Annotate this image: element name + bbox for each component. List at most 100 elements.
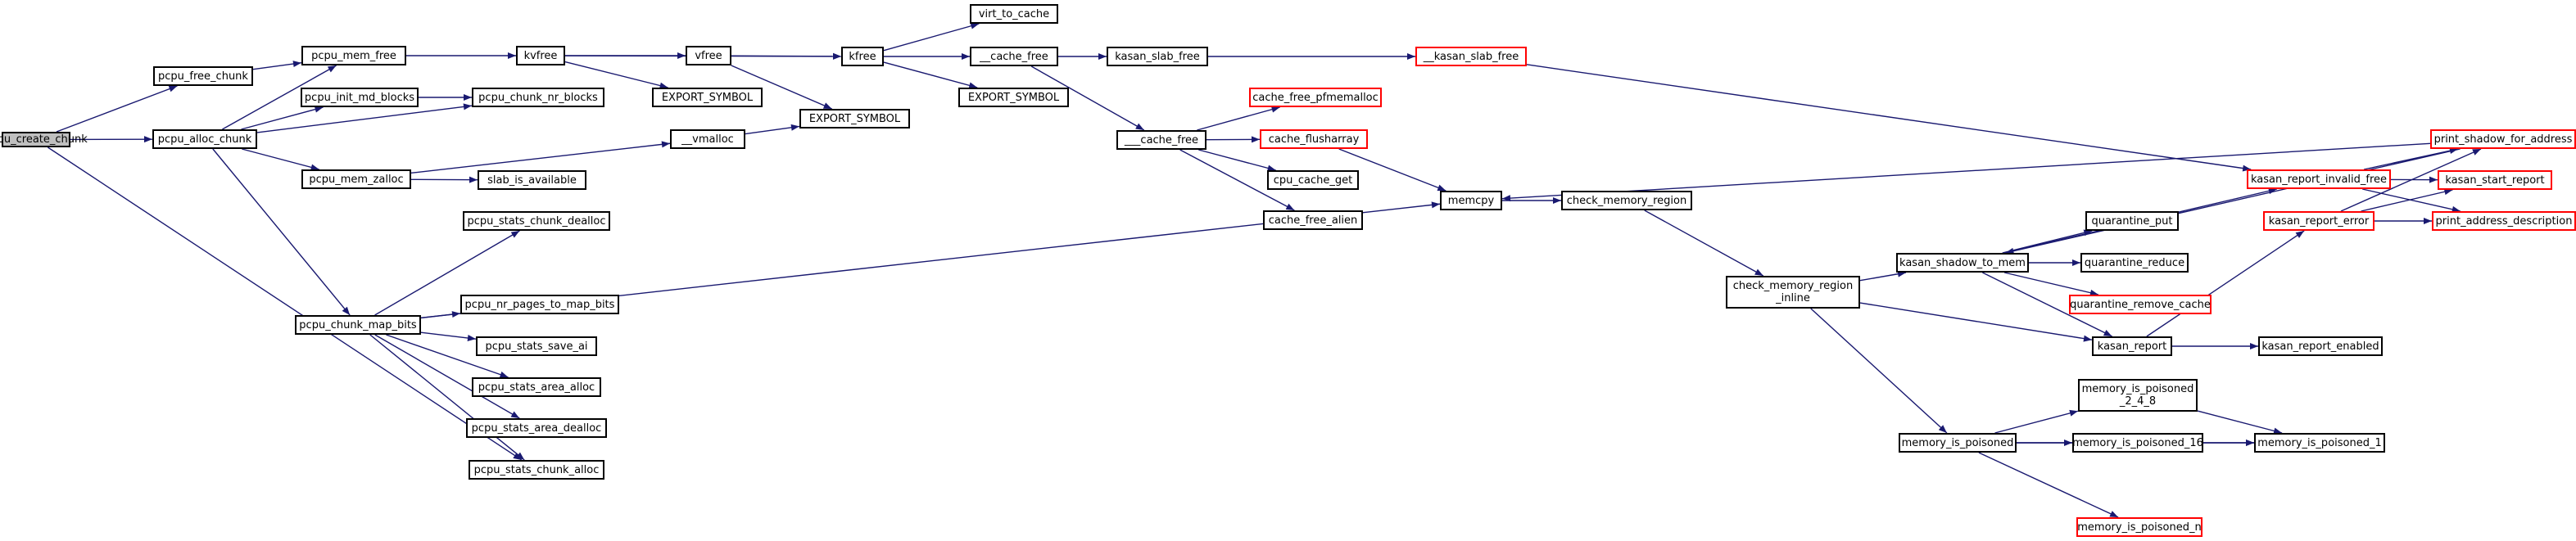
node-pcpu-mem-zalloc[interactable]: pcpu_mem_zalloc bbox=[301, 169, 411, 189]
arrowhead bbox=[463, 103, 472, 110]
node-quarantine-reduce[interactable]: quarantine_reduce bbox=[2080, 253, 2189, 273]
node-pcpu-stats-chunk-alloc[interactable]: pcpu_stats_chunk_alloc bbox=[469, 460, 604, 480]
call-edge-pcpu_mem_zalloc-to-slab_is_available bbox=[410, 176, 478, 183]
node-virt-to-cache[interactable]: virt_to_cache bbox=[970, 4, 1058, 24]
call-edge-cache_free_3-to-cache_flusharray bbox=[1206, 136, 1261, 143]
call-edge-kasan_report_error-to-kasan_start_report bbox=[2361, 188, 2453, 212]
node-cache-free[interactable]: __cache_free bbox=[970, 47, 1058, 66]
node-kfree[interactable]: kfree bbox=[841, 47, 884, 66]
call-edge-check_memory_region_inline-to-kasan_report bbox=[1859, 302, 2093, 342]
call-edge-memory_is_poisoned_2_4_8-to-memory_is_poisoned_1 bbox=[2197, 410, 2283, 435]
node-export-symbol-3[interactable]: EXPORT_SYMBOL bbox=[958, 88, 1069, 107]
node-memcpy[interactable]: memcpy bbox=[1440, 191, 1502, 210]
arrowhead bbox=[2103, 329, 2112, 336]
call-edge-cache_free_3-to-cache_free_alien bbox=[1179, 149, 1295, 211]
node-pcpu-nr-pages-to-map-bits[interactable]: pcpu_nr_pages_to_map_bits bbox=[460, 295, 619, 314]
call-edge-pcpu_create_chunk-to-pcpu_alloc_chunk bbox=[70, 136, 153, 143]
node-memory-is-poisoned-2-4-8[interactable]: memory_is_poisoned _2_4_8 bbox=[2078, 379, 2198, 412]
call-edge-cache_free_3-to-cache_free_pfmemalloc bbox=[1197, 106, 1280, 131]
arrowhead bbox=[2295, 231, 2305, 238]
node-pcpu-create-chunk[interactable]: pcpu_create_chunk bbox=[0, 132, 88, 147]
node-pcpu-mem-free[interactable]: pcpu_mem_free bbox=[301, 46, 406, 65]
node-quarantine-remove-cache[interactable]: quarantine_remove_cache bbox=[2069, 295, 2212, 314]
arrowhead bbox=[1270, 106, 1280, 113]
call-edge-pcpu_chunk_map_bits-to-pcpu_stats_area_dealloc bbox=[374, 334, 520, 419]
arrowhead bbox=[970, 22, 980, 29]
node-cache-flusharray[interactable]: cache_flusharray bbox=[1260, 129, 1368, 149]
node-print-shadow-for-address[interactable]: print_shadow_for_address bbox=[2430, 129, 2576, 149]
call-edge-kasan_slab_free-to-kasan_slab_free_internal bbox=[1208, 53, 1415, 60]
node-memory-is-poisoned-n[interactable]: memory_is_poisoned_n bbox=[2076, 517, 2203, 537]
arrowhead bbox=[451, 311, 460, 318]
node-kasan-slab-free-internal[interactable]: __kasan_slab_free bbox=[1415, 47, 1527, 66]
node-kvfree[interactable]: kvfree bbox=[516, 46, 565, 65]
arrowhead bbox=[1098, 53, 1107, 60]
node-kasan-shadow-to-mem[interactable]: kasan_shadow_to_mem bbox=[1896, 253, 2029, 273]
arrowhead bbox=[2069, 409, 2078, 417]
call-edge-kfree-to-export_symbol_3 bbox=[883, 61, 978, 89]
node-cpu-cache-get[interactable]: cpu_cache_get bbox=[1267, 170, 1359, 190]
node-vmalloc[interactable]: __vmalloc bbox=[670, 129, 745, 149]
call-edge-print_shadow_for_address-to-memcpy bbox=[1501, 142, 2431, 202]
node-pcpu-stats-chunk-dealloc[interactable]: pcpu_stats_chunk_dealloc bbox=[463, 211, 610, 231]
node-kasan-report-error[interactable]: kasan_report_error bbox=[2263, 211, 2375, 231]
arrowhead bbox=[1553, 197, 1561, 204]
call-edge-pcpu_alloc_chunk-to-pcpu_mem_free bbox=[222, 65, 337, 130]
call-edge-kasan_shadow_to_mem-to-quarantine_put bbox=[2002, 229, 2093, 254]
call-edge-print_shadow_for_address-to-kasan_shadow_to_mem bbox=[2005, 148, 2461, 255]
node-kasan-report-enabled[interactable]: kasan_report_enabled bbox=[2258, 336, 2383, 356]
arrowhead bbox=[292, 61, 301, 68]
node-memory-is-poisoned-1[interactable]: memory_is_poisoned_1 bbox=[2254, 433, 2385, 453]
call-edge-pcpu_alloc_chunk-to-pcpu_chunk_map_bits bbox=[212, 148, 351, 316]
node-pcpu-chunk-map-bits[interactable]: pcpu_chunk_map_bits bbox=[295, 315, 421, 335]
call-edge-kasan_shadow_to_mem-to-kasan_report bbox=[1982, 272, 2112, 337]
call-edge-cache_free_3-to-cpu_cache_get bbox=[1198, 149, 1276, 172]
arrowhead bbox=[962, 53, 970, 60]
arrowhead bbox=[510, 411, 520, 418]
arrowhead bbox=[515, 452, 525, 460]
call-edge-kasan_report_invalid_free-to-print_shadow_for_address bbox=[2363, 147, 2459, 170]
call-edge-pcpu_create_chunk-to-pcpu_stats_chunk_alloc bbox=[47, 147, 523, 461]
node-memory-is-poisoned-16[interactable]: memory_is_poisoned_16 bbox=[2072, 433, 2203, 453]
node-pcpu-free-chunk[interactable]: pcpu_free_chunk bbox=[153, 66, 253, 86]
node-slab-is-available[interactable]: slab_is_available bbox=[478, 170, 586, 190]
node-cache-free-3[interactable]: ___cache_free bbox=[1116, 130, 1207, 150]
arrowhead bbox=[327, 65, 337, 73]
arrowhead bbox=[310, 164, 319, 171]
node-print-address-description[interactable]: print_address_description bbox=[2432, 211, 2576, 231]
call-edge-cache_flusharray-to-memcpy bbox=[1338, 148, 1446, 192]
call-edge-pcpu_init_md_blocks-to-pcpu_chunk_nr_blocks bbox=[419, 94, 472, 101]
node-cache-free-alien[interactable]: cache_free_alien bbox=[1263, 210, 1363, 230]
node-pcpu-stats-save-ai[interactable]: pcpu_stats_save_ai bbox=[476, 336, 597, 356]
arrowhead bbox=[464, 94, 472, 101]
node-pcpu-init-md-blocks[interactable]: pcpu_init_md_blocks bbox=[301, 88, 419, 107]
arrowhead bbox=[2005, 247, 2015, 255]
node-kasan-slab-free[interactable]: kasan_slab_free bbox=[1107, 47, 1208, 66]
node-quarantine-put[interactable]: quarantine_put bbox=[2085, 211, 2179, 231]
node-kasan-report-invalid-free[interactable]: kasan_report_invalid_free bbox=[2247, 169, 2391, 189]
node-export-symbol-2[interactable]: EXPORT_SYMBOL bbox=[799, 109, 910, 128]
call-edge-pcpu_create_chunk-to-pcpu_free_chunk bbox=[56, 85, 178, 133]
call-edge-vmalloc-to-export_symbol_2 bbox=[745, 124, 800, 135]
call-edge-kasan_shadow_to_mem-to-quarantine_reduce bbox=[2029, 259, 2080, 266]
arrowhead bbox=[2273, 427, 2283, 435]
node-pcpu-stats-area-dealloc[interactable]: pcpu_stats_area_dealloc bbox=[466, 418, 607, 438]
call-edge-kasan_report-to-kasan_report_enabled bbox=[2172, 343, 2258, 349]
node-export-symbol-1[interactable]: EXPORT_SYMBOL bbox=[652, 88, 763, 107]
node-pcpu-stats-area-alloc[interactable]: pcpu_stats_area_alloc bbox=[472, 377, 601, 397]
arrowhead bbox=[2452, 205, 2461, 213]
call-edge-kasan_report_invalid_free-to-print_address_description bbox=[2362, 188, 2461, 213]
node-memory-is-poisoned[interactable]: memory_is_poisoned bbox=[1899, 433, 2017, 453]
node-check-memory-region-inline[interactable]: check_memory_region _inline bbox=[1726, 276, 1860, 309]
call-edge-kasan_report_error-to-print_shadow_for_address bbox=[2340, 148, 2482, 212]
node-vfree[interactable]: vfree bbox=[686, 46, 731, 65]
call-edge-pcpu_chunk_map_bits-to-pcpu_stats_save_ai bbox=[420, 331, 477, 341]
node-pcpu-chunk-nr-blocks[interactable]: pcpu_chunk_nr_blocks bbox=[472, 88, 604, 107]
node-cache-free-pfmemalloc[interactable]: cache_free_pfmemalloc bbox=[1249, 88, 1382, 107]
node-pcpu-alloc-chunk[interactable]: pcpu_alloc_chunk bbox=[152, 129, 257, 149]
node-check-memory-region[interactable]: check_memory_region bbox=[1561, 191, 1692, 210]
node-kasan-report[interactable]: kasan_report bbox=[2092, 336, 2172, 356]
node-kasan-start-report[interactable]: kasan_start_report bbox=[2438, 170, 2552, 190]
call-edge-cache_free-to-cache_free_3 bbox=[1030, 65, 1145, 131]
arrowhead bbox=[2429, 176, 2438, 183]
